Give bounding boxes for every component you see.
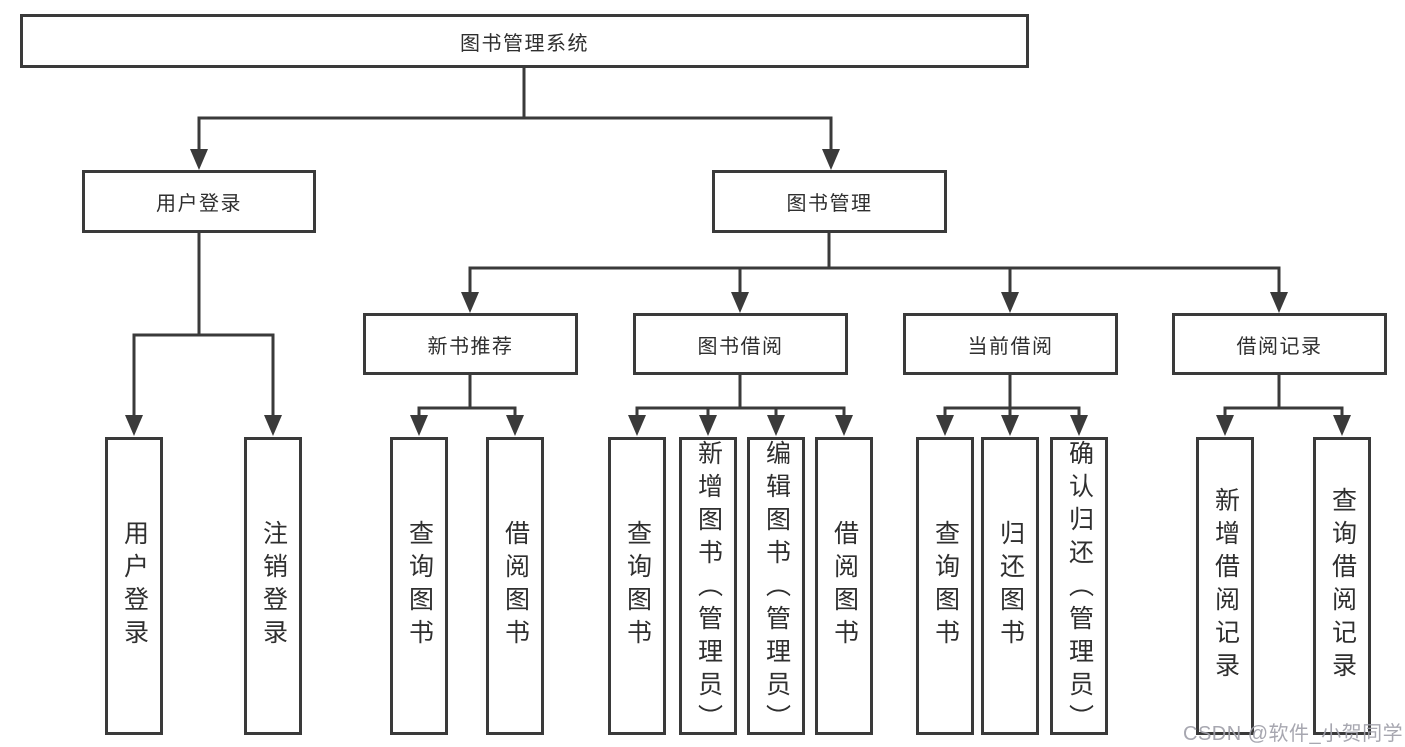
node-bb-query-book-label: 查询图书 xyxy=(623,520,652,652)
node-cb-confirm-return-label: 确认归还（管理员） xyxy=(1065,440,1094,737)
arrowhead-leaf-logout xyxy=(264,415,282,436)
arrowhead-cb-confirm xyxy=(1070,415,1088,436)
node-cb-return-book: 归还图书 xyxy=(981,437,1039,735)
node-br-add-record: 新增借阅记录 xyxy=(1196,437,1254,735)
node-user-login-label: 用户登录 xyxy=(156,193,242,215)
arrowhead-br-query xyxy=(1333,415,1351,436)
node-bb-add-book-label: 新增图书（管理员） xyxy=(694,440,723,737)
node-current-borrow-label: 当前借阅 xyxy=(967,335,1054,358)
arrowhead-borrow-record xyxy=(1270,292,1288,313)
node-nbr-borrow-book: 借阅图书 xyxy=(486,437,544,735)
node-bb-edit-book-label: 编辑图书（管理员） xyxy=(762,440,791,737)
arrowhead-bb-edit xyxy=(767,415,785,436)
node-br-query-record-label: 查询借阅记录 xyxy=(1328,487,1357,685)
node-bb-borrow-book-label: 借阅图书 xyxy=(830,520,859,652)
node-user-login: 用户登录 xyxy=(82,170,316,233)
node-book-borrow: 图书借阅 xyxy=(633,313,848,375)
node-bb-borrow-book: 借阅图书 xyxy=(815,437,873,735)
node-leaf-user-login: 用户登录 xyxy=(105,437,163,735)
node-root-label: 图书管理系统 xyxy=(460,32,589,55)
arrowhead-leaf-user-login xyxy=(125,415,143,436)
arrowhead-user-login xyxy=(190,149,208,170)
node-new-book-rec: 新书推荐 xyxy=(363,313,578,375)
arrowhead-current-borrow xyxy=(1001,292,1019,313)
node-br-add-record-label: 新增借阅记录 xyxy=(1211,487,1240,685)
node-current-borrow: 当前借阅 xyxy=(903,313,1118,375)
node-root: 图书管理系统 xyxy=(20,14,1029,68)
node-bb-edit-book: 编辑图书（管理员） xyxy=(747,437,805,737)
node-cb-confirm-return: 确认归还（管理员） xyxy=(1050,437,1108,737)
arrowhead-book-borrow xyxy=(731,292,749,313)
node-br-query-record: 查询借阅记录 xyxy=(1313,437,1371,735)
arrowhead-br-add xyxy=(1216,415,1234,436)
node-new-book-rec-label: 新书推荐 xyxy=(427,335,514,358)
node-leaf-logout-label: 注销登录 xyxy=(259,520,288,652)
node-book-mgmt-label: 图书管理 xyxy=(786,193,873,215)
node-leaf-logout: 注销登录 xyxy=(244,437,302,735)
node-nbr-borrow-book-label: 借阅图书 xyxy=(501,520,530,652)
arrowhead-bb-query xyxy=(628,415,646,436)
node-leaf-user-login-label: 用户登录 xyxy=(120,520,149,652)
arrowhead-bb-borrow xyxy=(835,415,853,436)
node-bb-add-book: 新增图书（管理员） xyxy=(679,437,737,737)
arrowhead-book-mgmt xyxy=(822,149,840,170)
arrowhead-new-book-rec xyxy=(461,292,479,313)
node-book-mgmt: 图书管理 xyxy=(712,170,947,233)
node-nbr-query-book: 查询图书 xyxy=(390,437,448,735)
node-book-borrow-label: 图书借阅 xyxy=(697,335,784,358)
node-borrow-record: 借阅记录 xyxy=(1172,313,1387,375)
node-cb-query-book: 查询图书 xyxy=(916,437,974,735)
node-nbr-query-book-label: 查询图书 xyxy=(405,520,434,652)
node-cb-return-book-label: 归还图书 xyxy=(996,520,1025,652)
node-cb-query-book-label: 查询图书 xyxy=(931,520,960,652)
node-bb-query-book: 查询图书 xyxy=(608,437,666,735)
csdn-watermark: CSDN @软件_小贺同学 xyxy=(1183,723,1404,745)
arrowhead-nbr-borrow xyxy=(506,415,524,436)
node-borrow-record-label: 借阅记录 xyxy=(1236,335,1323,358)
arrowhead-cb-return xyxy=(1001,415,1019,436)
arrowhead-nbr-query xyxy=(410,415,428,436)
arrowhead-bb-add xyxy=(699,415,717,436)
arrowhead-cb-query xyxy=(936,415,954,436)
